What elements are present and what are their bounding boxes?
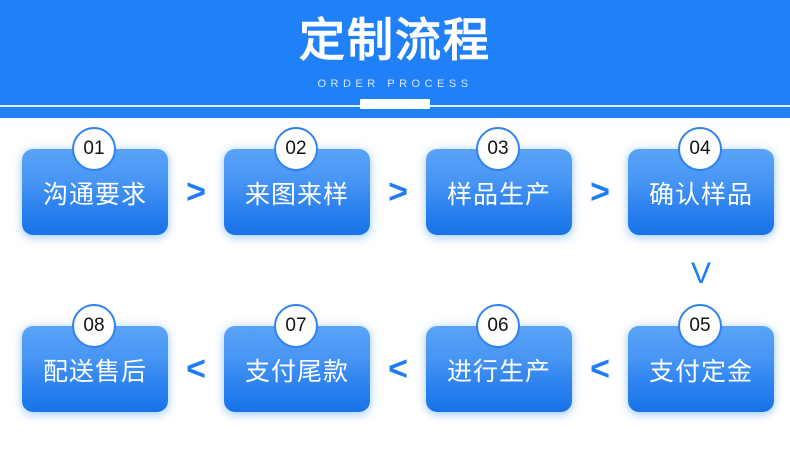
step-box[interactable]: 配送售后 [22, 325, 168, 412]
page-subtitle: ORDER PROCESS [317, 78, 473, 90]
step-number: 01 [83, 137, 105, 159]
step-box[interactable]: 来图来样 [224, 148, 370, 235]
flow-arrow-02-03: > [370, 149, 426, 235]
flow-step-04[interactable]: 确认样品 04 [628, 126, 774, 235]
header-divider-tab [360, 99, 430, 109]
flow-row-top: 沟通要求 01 > 来图来样 02 > 样品生产 03 [0, 126, 790, 239]
step-label: 进行生产 [446, 356, 551, 386]
flow-step-08[interactable]: 配送售后 08 [22, 303, 168, 412]
page-title: 定制流程 [299, 13, 491, 67]
step-number: 08 [83, 314, 105, 336]
chevron-down-icon: V [690, 257, 711, 290]
step-number-badge: 02 [274, 126, 318, 171]
flow-arrow-01-02: > [168, 149, 224, 235]
flow-arrow-05-06: < [572, 326, 628, 412]
step-number: 02 [285, 137, 307, 159]
chevron-left-icon: < [590, 349, 610, 388]
step-number-badge: 04 [678, 126, 722, 171]
flow-arrow-07-08: < [168, 326, 224, 412]
step-label: 样品生产 [446, 179, 551, 209]
chevron-right-icon: > [388, 172, 408, 211]
process-flow-diagram: 沟通要求 01 > 来图来样 02 > 样品生产 03 [0, 118, 790, 466]
chevron-left-icon: < [388, 349, 408, 388]
flow-step-05[interactable]: 支付定金 05 [628, 303, 774, 412]
step-number-badge: 07 [274, 303, 318, 348]
step-label: 配送售后 [42, 356, 147, 386]
step-box[interactable]: 沟通要求 [22, 148, 168, 235]
flow-step-02[interactable]: 来图来样 02 [224, 126, 370, 235]
step-label: 支付定金 [648, 356, 753, 386]
chevron-right-icon: > [186, 172, 206, 211]
flow-step-01[interactable]: 沟通要求 01 [22, 126, 168, 235]
step-number: 03 [487, 137, 509, 159]
chevron-right-icon: > [590, 172, 610, 211]
flow-arrow-03-04: > [572, 149, 628, 235]
step-label: 来图来样 [244, 179, 349, 209]
step-number: 05 [689, 314, 711, 336]
header-banner: 定制流程 ORDER PROCESS [0, 0, 790, 118]
step-number-badge: 01 [72, 126, 116, 171]
flow-arrow-06-07: < [370, 326, 426, 412]
flow-step-07[interactable]: 支付尾款 07 [224, 303, 370, 412]
step-number-badge: 05 [678, 303, 722, 348]
step-number: 06 [487, 314, 509, 336]
flow-step-03[interactable]: 样品生产 03 [426, 126, 572, 235]
flow-step-06[interactable]: 进行生产 06 [426, 303, 572, 412]
step-number: 04 [689, 137, 711, 159]
step-label: 支付尾款 [244, 356, 349, 386]
step-number-badge: 03 [476, 126, 520, 171]
chevron-left-icon: < [186, 349, 206, 388]
step-label: 确认样品 [648, 179, 753, 209]
step-number: 07 [285, 314, 307, 336]
step-number-badge: 08 [72, 303, 116, 348]
step-number-badge: 06 [476, 303, 520, 348]
step-label: 沟通要求 [42, 179, 147, 209]
flow-row-bottom: 配送售后 08 < 支付尾款 07 < 进行生产 06 [0, 303, 790, 416]
